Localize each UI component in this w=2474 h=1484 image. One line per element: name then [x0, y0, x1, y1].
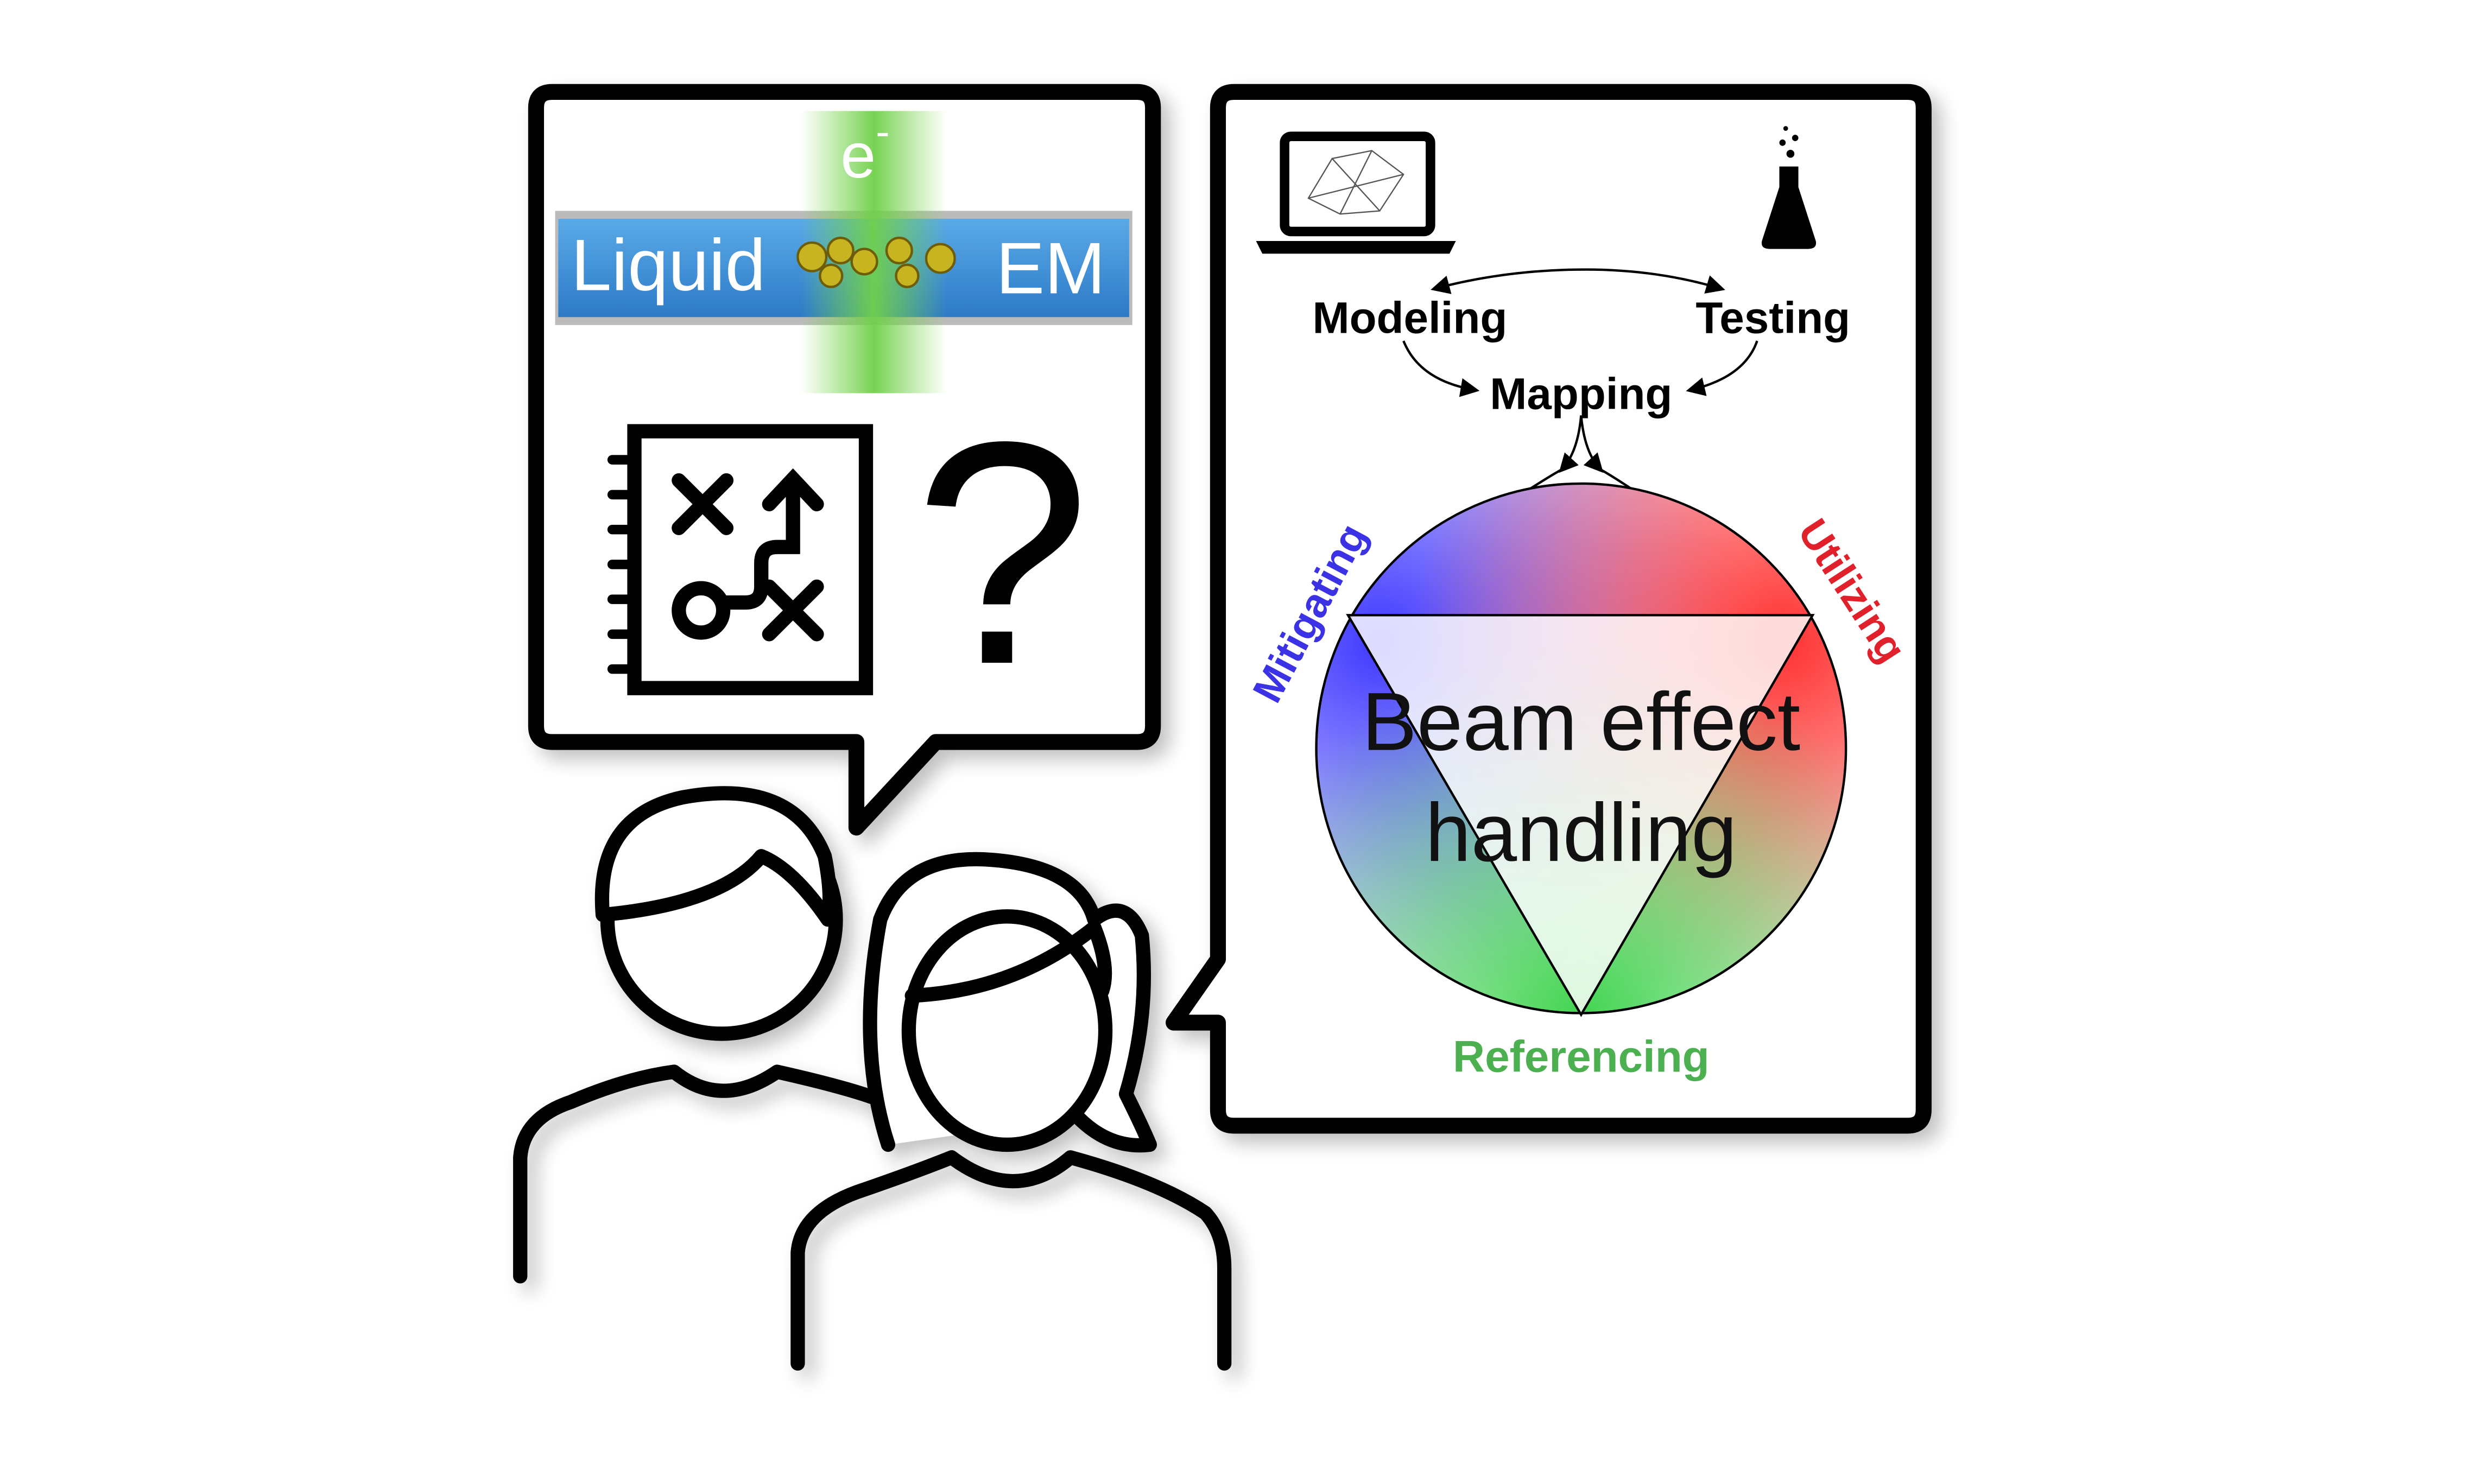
center-title-line2: handling — [1425, 787, 1737, 879]
testing-label: Testing — [1695, 293, 1850, 343]
person-man-icon — [513, 786, 879, 1284]
banner-em-label: EM — [996, 227, 1106, 309]
banner-liquid-label: Liquid — [571, 225, 766, 306]
nanoparticles-icon — [796, 236, 956, 288]
flask-icon — [1761, 126, 1817, 249]
liquid-em-banner: Liquid EM e- — [555, 109, 1132, 394]
modeling-label: Modeling — [1312, 293, 1507, 343]
strategy-triangle — [1346, 614, 1815, 1017]
electron-label: e- — [840, 109, 889, 191]
strategy-notebook-icon — [607, 424, 874, 695]
modeling-testing-mapping-cycle: Modeling Testing Mapping — [1312, 268, 1850, 606]
person-woman-icon — [790, 852, 1232, 1371]
beam-effect-wheel: Beam effect handling Mitigating Utilizin… — [1244, 482, 1915, 1082]
laptop-icon — [1256, 131, 1456, 254]
mapping-label: Mapping — [1490, 370, 1672, 419]
question-mark-icon: ? — [914, 376, 1091, 730]
center-title-line1: Beam effect — [1362, 676, 1801, 768]
referencing-label: Referencing — [1453, 1032, 1710, 1082]
